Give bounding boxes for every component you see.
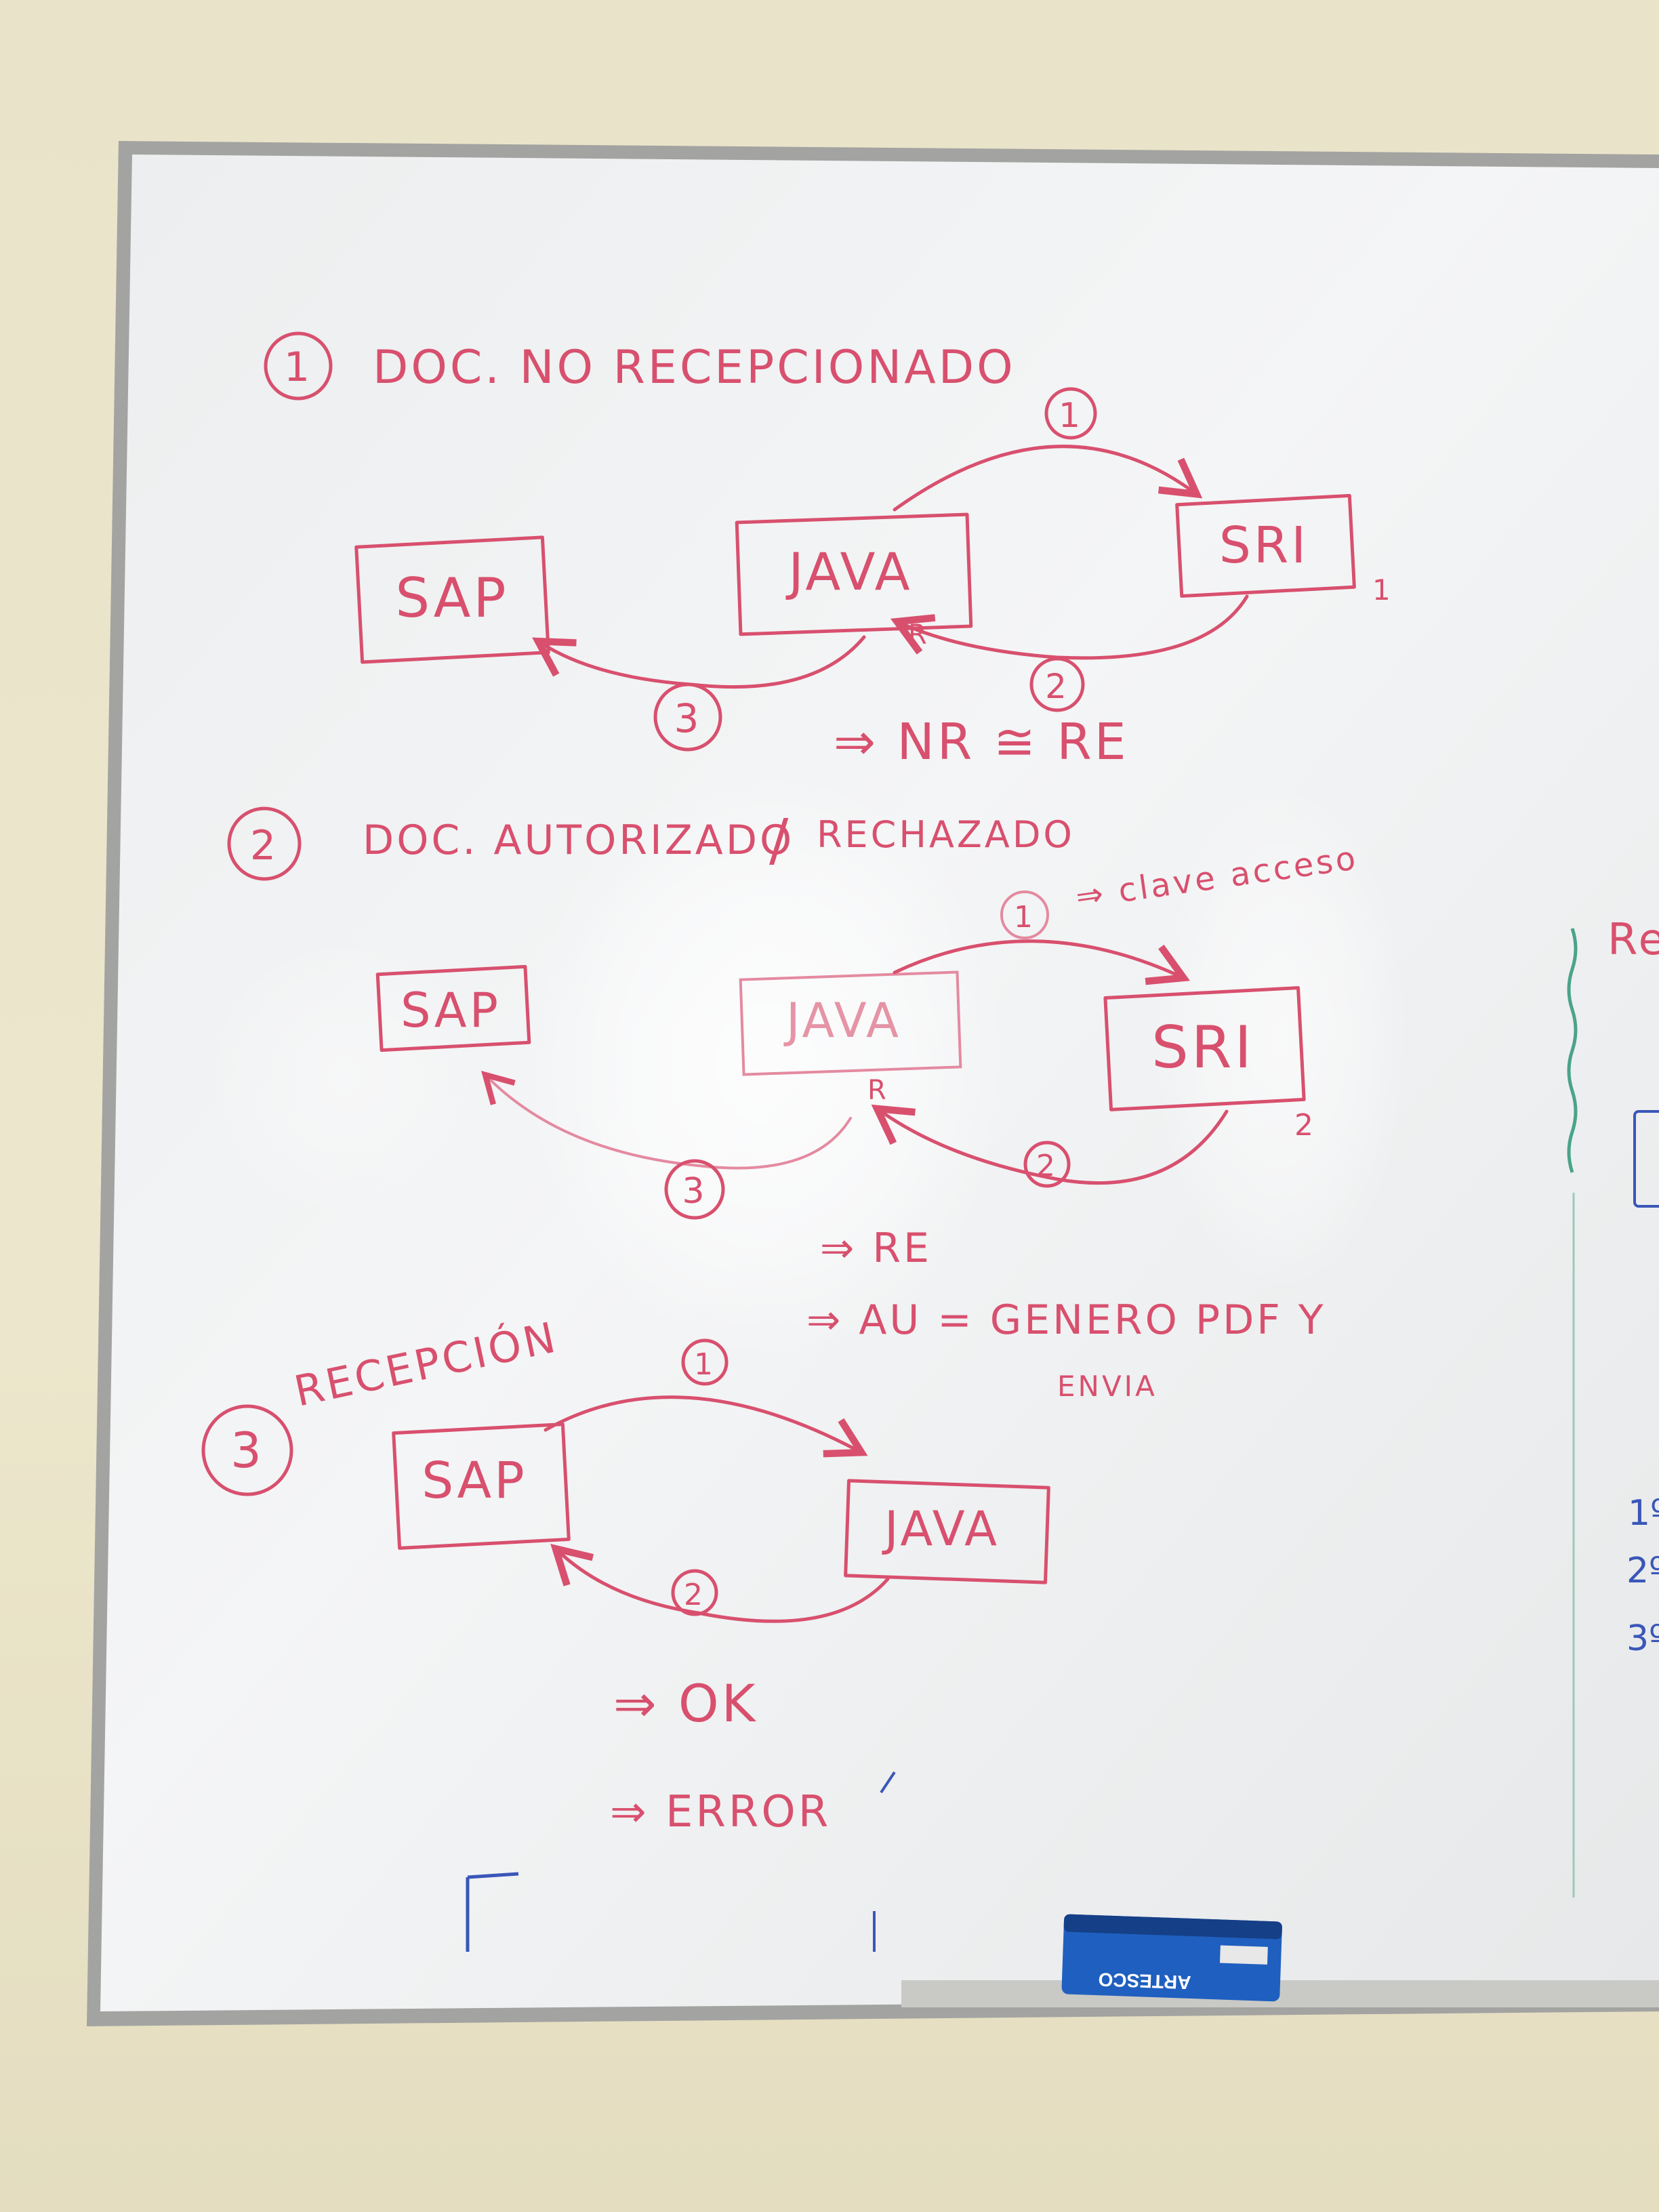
eraser-brand: ARTESCO (1098, 1969, 1191, 1993)
arrow-sri-to-java-2 (871, 1104, 1229, 1185)
arrow-2-1-number: 1 (1014, 900, 1036, 935)
java-label-1: JAVA (785, 541, 912, 602)
arrow-2-2-circle (1023, 1141, 1071, 1188)
section-3-number-circle (201, 1404, 293, 1496)
arrow-3-number: 3 (674, 695, 702, 741)
section-1-number-circle (264, 331, 333, 401)
arrow-1-number: 1 (1059, 396, 1083, 435)
java-label-3: JAVA (882, 1501, 1000, 1557)
arrow-sap-to-java-3 (544, 1395, 868, 1458)
arrow-1-circle (1044, 387, 1097, 440)
window-reflection (522, 766, 1010, 1362)
section-1-title: DOC. NO RECEPCIONADO (373, 341, 1016, 394)
section-2-number: 2 (250, 822, 279, 869)
blue-marks (466, 1771, 896, 1952)
section-2-title-a: DOC. AUTORIZADO (363, 817, 794, 864)
arrow-3-circle (653, 682, 722, 752)
sri-box-2 (1103, 986, 1306, 1111)
arrow-2-3-circle (664, 1159, 725, 1220)
section-3-result-ok: ⇒ OK (613, 1673, 758, 1734)
section-2-result-au-2: ENVIA (1057, 1370, 1158, 1403)
section-2-number-circle (227, 806, 302, 881)
section-1-number: 1 (284, 344, 312, 391)
sap-box-3 (392, 1422, 571, 1550)
java-box-3 (844, 1479, 1050, 1584)
right-list-mark-2: 2º (1626, 1551, 1659, 1591)
arrow-2-circle (1029, 657, 1085, 712)
sap-label-1: SAP (395, 567, 508, 630)
section-1: 1 DOC. NO RECEPCIONADO SAP JAVA SRI 1 1 … (264, 331, 1393, 771)
sri-label-2: SRI (1151, 1014, 1254, 1082)
arrow-2-2-number: 2 (1036, 1149, 1058, 1183)
arrow-3-1-circle (681, 1338, 729, 1386)
arrow-3-2-circle (671, 1569, 718, 1616)
java-label-2: JAVA (783, 993, 901, 1048)
sap-label-3: SAP (422, 1452, 527, 1510)
section-2-result-re: ⇒ RE (820, 1225, 932, 1272)
window-reflection (203, 935, 488, 1220)
eraser-top-edge (1063, 1914, 1282, 1940)
sri-subscript-1: 1 (1372, 573, 1393, 607)
response-r-1: R (908, 619, 930, 651)
section-2-title-b: RECHAZADO (817, 813, 1075, 856)
right-list-mark-1: 1º (1628, 1493, 1659, 1534)
sap-box-2 (375, 964, 531, 1052)
sri-label-1: SRI (1219, 516, 1309, 575)
arrow-java-to-sri-1 (893, 445, 1203, 512)
window-reflection (1152, 779, 1410, 1294)
right-board-box (1633, 1110, 1659, 1208)
arrow-java-to-sap-2 (481, 1071, 852, 1170)
section-3-number: 3 (230, 1422, 264, 1479)
arrow-2-1-circle (1000, 890, 1049, 939)
whiteboard-eraser[interactable]: ARTESCO (1061, 1914, 1282, 2002)
section-3-result-error: ⇒ ERROR (610, 1787, 831, 1837)
right-board: Re 1º 2º 3º (1607, 915, 1659, 1659)
right-list-mark-3: 3º (1626, 1618, 1659, 1659)
sap-box-1 (354, 535, 550, 664)
section-2: 2 DOC. AUTORIZADO / RECHAZADO SAP JAVA S… (227, 806, 1361, 1403)
sap-label-2: SAP (401, 983, 501, 1038)
arrow-2-number: 2 (1045, 667, 1069, 706)
java-box-2 (739, 970, 962, 1076)
divider-line (1567, 928, 1578, 1173)
arrow-3-2-number: 2 (684, 1578, 705, 1612)
arrow-java-to-sri-2 (893, 939, 1191, 985)
section-1-result: ⇒ NR ≅ RE (834, 713, 1129, 771)
sri-subscript-2: 2 (1294, 1108, 1316, 1143)
section-2-title-sep: / (769, 806, 791, 873)
whiteboard (87, 141, 1659, 2026)
arrow-3-1-number: 1 (694, 1347, 716, 1382)
eraser-barcode (1219, 1945, 1268, 1965)
marker-tray (901, 1980, 1659, 2007)
right-board-title: Re (1607, 915, 1659, 965)
response-r-2: R (867, 1075, 889, 1106)
java-box-1 (735, 512, 973, 636)
arrow-2-3-number: 3 (682, 1171, 707, 1212)
sri-box-1 (1175, 493, 1356, 598)
section-2-result-au: ⇒ AU = GENERO PDF Y (806, 1296, 1326, 1344)
